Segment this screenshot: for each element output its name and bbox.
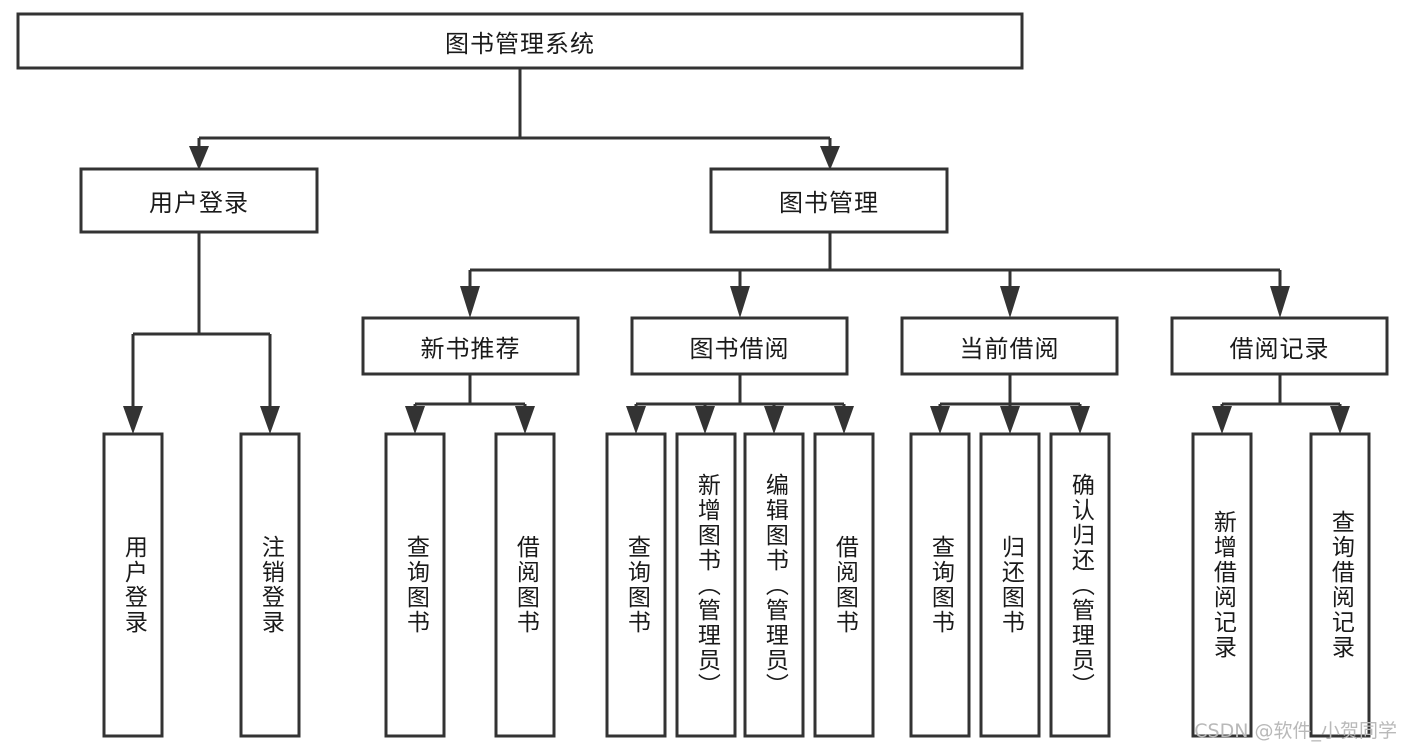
node-box-leaf-query-book-1[interactable] bbox=[384, 432, 446, 738]
arrow-head-leaf-add-record bbox=[1212, 406, 1232, 434]
arrow-head-new-book-recommend bbox=[460, 286, 480, 318]
arrow-head-current-borrow bbox=[1000, 286, 1020, 318]
box-group bbox=[16, 12, 1389, 738]
node-box-leaf-logout-login[interactable] bbox=[239, 432, 301, 738]
node-box-leaf-borrow-book-1[interactable] bbox=[494, 432, 556, 738]
arrow-head-leaf-confirm-return bbox=[1070, 406, 1090, 434]
node-box-leaf-borrow-book-2[interactable] bbox=[813, 432, 875, 738]
arrow-head-leaf-user-login bbox=[123, 406, 143, 434]
arrow-head-user-login bbox=[189, 146, 209, 170]
arrow-head-leaf-edit-book bbox=[764, 406, 784, 434]
arrow-head-leaf-add-book bbox=[695, 406, 715, 434]
node-box-leaf-user-login[interactable] bbox=[102, 432, 164, 738]
connector-group bbox=[123, 68, 1350, 434]
node-box-leaf-query-book-3[interactable] bbox=[909, 432, 971, 738]
arrow-head-leaf-query-record bbox=[1330, 406, 1350, 434]
arrow-head-leaf-query-book-1 bbox=[405, 406, 425, 434]
node-box-leaf-return-book[interactable] bbox=[979, 432, 1041, 738]
node-box-root[interactable] bbox=[16, 12, 1024, 70]
node-box-user-login[interactable] bbox=[79, 167, 319, 234]
arrow-head-leaf-return-book bbox=[1000, 406, 1020, 434]
node-box-book-borrow[interactable] bbox=[630, 316, 849, 376]
node-box-leaf-query-book-2[interactable] bbox=[605, 432, 667, 738]
arrow-head-book-manage bbox=[820, 146, 840, 170]
arrow-head-leaf-query-book-3 bbox=[930, 406, 950, 434]
node-box-borrow-record[interactable] bbox=[1170, 316, 1389, 376]
arrow-head-borrow-record bbox=[1270, 286, 1290, 318]
node-box-leaf-query-record[interactable] bbox=[1309, 432, 1371, 738]
arrow-head-leaf-logout-login bbox=[260, 406, 280, 434]
arrow-head-leaf-query-book-2 bbox=[626, 406, 646, 434]
node-box-book-manage[interactable] bbox=[709, 167, 949, 234]
arrow-head-book-borrow bbox=[730, 286, 750, 318]
node-box-leaf-edit-book[interactable] bbox=[743, 432, 805, 738]
csdn-watermark: CSDN @软件_小贺同学 bbox=[1194, 720, 1397, 742]
node-box-current-borrow[interactable] bbox=[900, 316, 1119, 376]
node-box-leaf-add-book[interactable] bbox=[675, 432, 737, 738]
node-box-leaf-add-record[interactable] bbox=[1191, 432, 1253, 738]
arrow-head-leaf-borrow-book-1 bbox=[515, 406, 535, 434]
arrow-head-leaf-borrow-book-2 bbox=[834, 406, 854, 434]
node-box-leaf-confirm-return[interactable] bbox=[1049, 432, 1111, 738]
node-box-new-book-recommend[interactable] bbox=[361, 316, 580, 376]
